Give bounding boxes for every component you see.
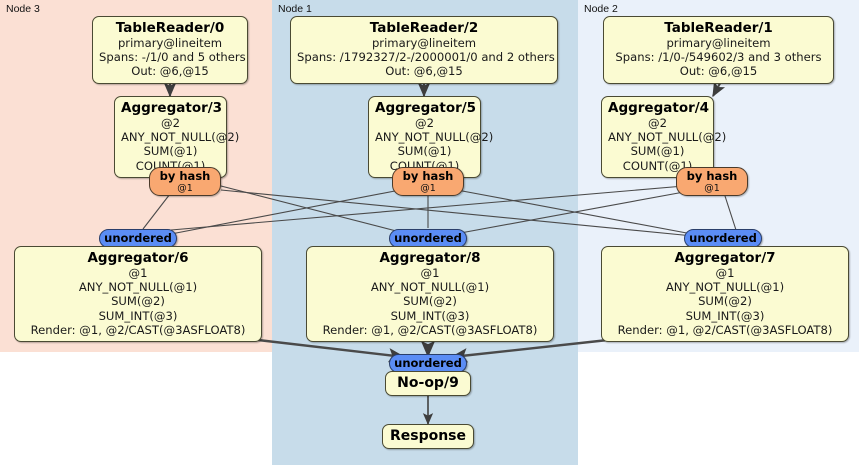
router-by-hash-right[interactable]: by hash @1 — [676, 167, 748, 196]
node-detail: ANY_NOT_NULL(@1) — [370, 280, 490, 295]
node-render-line: Render: @1, @2/CAST(@3ASFLOAT8) — [30, 322, 246, 337]
node-detail: @2 — [161, 116, 180, 130]
node-detail: Out: @6,@15 — [131, 64, 209, 79]
router-column: @1 — [420, 182, 436, 194]
node-detail: ANY_NOT_NULL(@1) — [78, 280, 198, 295]
node-noop-9[interactable]: No-op/9 — [385, 371, 471, 396]
node-aggregator-4[interactable]: Aggregator/4 @2 ANY_NOT_NULL(@2) SUM(@1)… — [601, 96, 727, 178]
node-detail: ANY_NOT_NULL(@2) — [375, 130, 494, 145]
node-aggregator-3[interactable]: Aggregator/3 @2 ANY_NOT_NULL(@2) SUM(@1)… — [114, 96, 240, 178]
node-title: No-op/9 — [397, 375, 459, 391]
node-title: Aggregator/7 — [674, 250, 776, 266]
node-aggregator-7[interactable]: Aggregator/7 @1 ANY_NOT_NULL(@1) SUM(@2)… — [601, 246, 849, 343]
node-detail: SUM(@1) — [143, 144, 198, 159]
node-detail: @1 — [420, 266, 440, 280]
panel-node1-label: Node 1 — [278, 3, 312, 15]
node-detail: ANY_NOT_NULL(@2) — [608, 130, 727, 145]
node-detail: primary@lineitem — [117, 36, 223, 50]
node-aggregator-6[interactable]: Aggregator/6 @1 ANY_NOT_NULL(@1) SUM(@2)… — [14, 246, 262, 343]
sync-label: unordered — [689, 231, 757, 245]
node-detail: COUNT(@1) — [622, 158, 693, 173]
router-label: by hash — [402, 168, 454, 183]
node-detail: primary@lineitem — [371, 36, 477, 50]
node-render-line: Render: @1, @2/CAST(@3ASFLOAT8) — [617, 322, 833, 337]
panel-node2-label: Node 2 — [584, 3, 618, 15]
sync-label: unordered — [394, 356, 462, 370]
node-detail: @1 — [128, 266, 148, 280]
node-detail: SUM(@1) — [397, 144, 452, 159]
router-by-hash-left[interactable]: by hash @1 — [149, 167, 221, 196]
node-detail: Out: @6,@15 — [385, 64, 463, 79]
panel-node3-label: Node 3 — [6, 3, 40, 15]
node-title: TableReader/2 — [369, 20, 479, 36]
node-aggregator-5[interactable]: Aggregator/5 @2 ANY_NOT_NULL(@2) SUM(@1)… — [368, 96, 494, 178]
node-detail: ANY_NOT_NULL(@1) — [665, 280, 785, 295]
node-detail: Out: @6,@15 — [679, 64, 758, 79]
sync-unordered-final[interactable]: unordered — [389, 354, 467, 373]
node-detail: Spans: /1792327/2-/2000001/0 and 2 other… — [297, 50, 555, 65]
node-detail: @2 — [648, 116, 667, 130]
node-detail: SUM_INT(@3) — [390, 308, 470, 323]
node-table-reader-0[interactable]: TableReader/0 primary@lineitem Spans: -/… — [92, 16, 248, 84]
node-detail: SUM(@2) — [403, 294, 457, 309]
node-title: Aggregator/8 — [379, 250, 481, 266]
node-detail: SUM(@2) — [698, 294, 752, 309]
router-label: by hash — [686, 168, 738, 183]
node-title: Aggregator/6 — [87, 250, 189, 266]
node-title: TableReader/0 — [115, 20, 225, 36]
router-by-hash-mid[interactable]: by hash @1 — [392, 167, 464, 196]
node-table-reader-1[interactable]: TableReader/1 primary@lineitem Spans: /1… — [603, 16, 834, 84]
node-detail: SUM_INT(@3) — [98, 308, 178, 323]
node-title: Aggregator/3 — [121, 100, 223, 116]
sync-unordered-mid[interactable]: unordered — [389, 229, 467, 248]
sync-label: unordered — [104, 231, 172, 245]
router-column: @1 — [704, 182, 720, 194]
router-label: by hash — [159, 168, 211, 183]
sync-unordered-left[interactable]: unordered — [99, 229, 177, 248]
node-detail: primary@lineitem — [666, 36, 771, 50]
node-detail: ANY_NOT_NULL(@2) — [121, 130, 240, 145]
node-response[interactable]: Response — [382, 424, 474, 449]
node-detail: SUM(@1) — [630, 144, 685, 159]
node-aggregator-8[interactable]: Aggregator/8 @1 ANY_NOT_NULL(@1) SUM(@2)… — [306, 246, 554, 343]
router-column: @1 — [177, 182, 193, 194]
node-detail: SUM_INT(@3) — [685, 308, 765, 323]
node-detail: Spans: -/1/0 and 5 others — [99, 50, 246, 65]
node-table-reader-2[interactable]: TableReader/2 primary@lineitem Spans: /1… — [290, 16, 558, 84]
node-render-line: Render: @1, @2/CAST(@3ASFLOAT8) — [322, 322, 538, 337]
node-detail: @1 — [715, 266, 735, 280]
node-title: Response — [389, 428, 467, 444]
node-detail: @2 — [415, 116, 434, 130]
sync-label: unordered — [394, 231, 462, 245]
node-title: Aggregator/5 — [375, 100, 477, 116]
node-detail: SUM(@2) — [111, 294, 165, 309]
node-detail: Spans: /1/0-/549602/3 and 3 others — [615, 50, 822, 65]
node-title: Aggregator/4 — [608, 100, 710, 116]
node-title: TableReader/1 — [664, 20, 773, 36]
